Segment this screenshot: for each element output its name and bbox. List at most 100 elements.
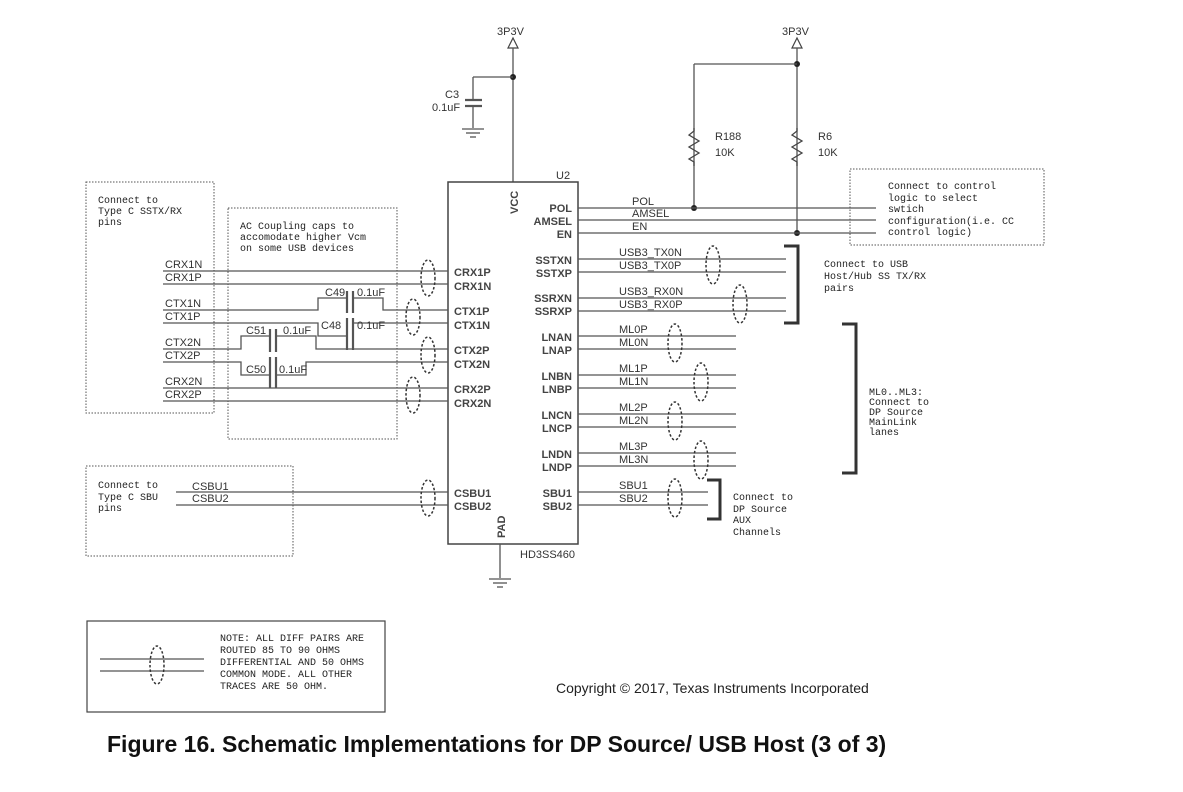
usb-nets: USB3_TX0N USB3_TX0P USB3_RX0N USB3_RX0P xyxy=(578,244,800,325)
pin-crx2n: CRX2N xyxy=(454,398,491,410)
pin-pol: POL xyxy=(549,203,572,215)
power-arrow-icon xyxy=(791,36,803,49)
ic-u2: U2 HD3SS460 VCC PAD CRX1P CRX1N CTX1P CT… xyxy=(447,170,579,588)
pin-lndn: LNDN xyxy=(541,449,572,461)
note-usb-host: Connect to USB Host/Hub SS TX/RX pairs xyxy=(824,260,932,295)
pin-ctx2n: CTX2N xyxy=(454,359,490,371)
net-ml2p: ML2P xyxy=(619,402,648,414)
note-diff-pairs: NOTE: ALL DIFF PAIRS ARE ROUTED 85 TO 90… xyxy=(220,634,370,693)
pin-crx1n: CRX1N xyxy=(454,281,491,293)
copyright-text: Copyright © 2017, Texas Instruments Inco… xyxy=(556,680,869,696)
pin-sbu2: SBU2 xyxy=(543,501,572,513)
note-type-c-sbu: Connect to Type C SBU pins xyxy=(98,481,164,515)
net-csbu1: CSBU1 xyxy=(192,481,229,493)
net-usb3-tx0n: USB3_TX0N xyxy=(619,247,682,259)
ic-ref: U2 xyxy=(556,170,570,182)
pin-ctx1p: CTX1P xyxy=(454,306,489,318)
ground-icon xyxy=(462,128,484,138)
diff-pair-marker xyxy=(667,323,683,363)
pin-ssrxn: SSRXN xyxy=(534,293,572,305)
net-pol: POL xyxy=(632,196,654,208)
control-nets: POL AMSEL EN xyxy=(578,196,876,234)
net-ml0n: ML0N xyxy=(619,337,648,349)
note-mainlink: ML0..ML3: Connect to DP Source MainLink … xyxy=(869,388,935,439)
net-ctx1n: CTX1N xyxy=(165,298,201,310)
pin-crx2p: CRX2P xyxy=(454,384,491,396)
diff-pair-marker xyxy=(420,479,436,517)
net-ml1p: ML1P xyxy=(619,363,648,375)
c50-value: 0.1uF xyxy=(279,364,307,376)
bracket-aux xyxy=(707,478,722,521)
legend-note: NOTE: ALL DIFF PAIRS ARE ROUTED 85 TO 90… xyxy=(86,620,386,713)
bracket-usb xyxy=(784,244,800,325)
r6-value: 10K xyxy=(818,147,838,159)
diff-pair-marker-icon xyxy=(149,645,165,685)
net-en: EN xyxy=(632,221,647,233)
net-sbu1: SBU1 xyxy=(619,480,648,492)
pin-crx1p: CRX1P xyxy=(454,267,491,279)
net-ml0p: ML0P xyxy=(619,324,648,336)
sbu-right-nets: SBU1 SBU2 xyxy=(578,478,722,521)
left-nets: CRX1N CRX1P C49 0.1uF CTX1N C48 0.1uF CT… xyxy=(163,259,448,414)
pin-sstxp: SSTXP xyxy=(536,268,572,280)
bracket-mainlink xyxy=(842,322,858,475)
diff-pair-marker xyxy=(405,376,421,414)
pin-pad: PAD xyxy=(496,516,508,538)
pin-lncp: LNCP xyxy=(542,423,572,435)
power-rail-left: 3P3V C3 0.1uF xyxy=(432,26,525,182)
c49-value: 0.1uF xyxy=(357,287,385,299)
net-ctx1p: CTX1P xyxy=(165,311,200,323)
net-ctx2n: CTX2N xyxy=(165,337,201,349)
c50-ref: C50 xyxy=(246,364,266,376)
net-usb3-rx0n: USB3_RX0N xyxy=(619,286,683,298)
net-ml3p: ML3P xyxy=(619,441,648,453)
pin-lnbn: LNBN xyxy=(541,371,572,383)
note-aux: Connect to DP Source AUX Channels xyxy=(733,493,799,539)
note-box-type-c-sstx xyxy=(85,181,215,414)
resistor-r6-icon xyxy=(790,128,804,166)
pin-sbu1: SBU1 xyxy=(543,488,572,500)
net-crx1n: CRX1N xyxy=(165,259,202,271)
figure-caption: Figure 16. Schematic Implementations for… xyxy=(107,731,887,757)
c49-ref: C49 xyxy=(325,287,345,299)
net-ctx2p: CTX2P xyxy=(165,350,200,362)
diff-pair-marker xyxy=(420,336,436,374)
net-crx2n: CRX2N xyxy=(165,376,202,388)
pin-amsel: AMSEL xyxy=(534,216,573,228)
pin-csbu1: CSBU1 xyxy=(454,488,491,500)
r6-ref: R6 xyxy=(818,131,832,143)
c48-value: 0.1uF xyxy=(357,320,385,332)
r188-value: 10K xyxy=(715,147,735,159)
c51-ref: C51 xyxy=(246,325,266,337)
note-ac-coupling: AC Coupling caps to accomodate higher Vc… xyxy=(240,221,372,255)
diff-pair-marker xyxy=(693,362,709,402)
pin-en: EN xyxy=(557,229,572,241)
diff-pair-marker xyxy=(667,401,683,441)
pin-ssrxp: SSRXP xyxy=(535,306,572,318)
diff-pair-marker xyxy=(420,259,436,297)
mainlink-nets: ML0P ML0N ML1P ML1N ML2P ML2N ML3P ML3N xyxy=(578,322,858,480)
rail-label-left: 3P3V xyxy=(497,26,525,38)
pin-csbu2: CSBU2 xyxy=(454,501,491,513)
net-crx2p: CRX2P xyxy=(165,389,202,401)
power-arrow-icon xyxy=(507,36,519,49)
diff-pair-marker xyxy=(667,478,683,518)
r188-ref: R188 xyxy=(715,131,741,143)
net-ml2n: ML2N xyxy=(619,415,648,427)
note-control-logic: Connect to control logic to select swtic… xyxy=(888,181,1020,239)
diff-pair-marker xyxy=(693,440,709,480)
net-csbu2: CSBU2 xyxy=(192,493,229,505)
pin-sstxn: SSTXN xyxy=(535,255,572,267)
c3-value: 0.1uF xyxy=(432,102,460,114)
pin-lncn: LNCN xyxy=(541,410,572,422)
c3-ref: C3 xyxy=(445,89,459,101)
net-usb3-rx0p: USB3_RX0P xyxy=(619,299,683,311)
net-usb3-tx0p: USB3_TX0P xyxy=(619,260,681,272)
diff-pair-marker xyxy=(405,298,421,336)
note-type-c-sstx: Connect to Type C SSTX/RX pins xyxy=(98,196,188,229)
net-amsel: AMSEL xyxy=(632,208,669,220)
pin-lnap: LNAP xyxy=(542,345,572,357)
note-box-control-logic xyxy=(849,168,1045,246)
resistor-r188-icon xyxy=(687,128,701,166)
